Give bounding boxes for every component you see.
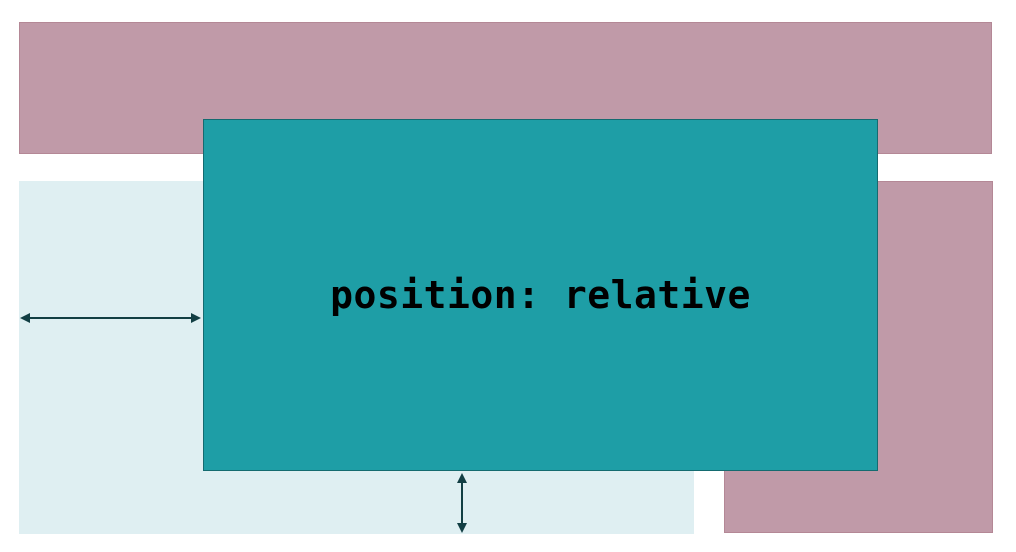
vertical-offset-arrow: [457, 473, 467, 533]
relative-box-label: position: relative: [330, 273, 751, 317]
relative-positioned-box: position: relative: [203, 119, 878, 471]
horizontal-offset-arrow: [20, 313, 201, 323]
